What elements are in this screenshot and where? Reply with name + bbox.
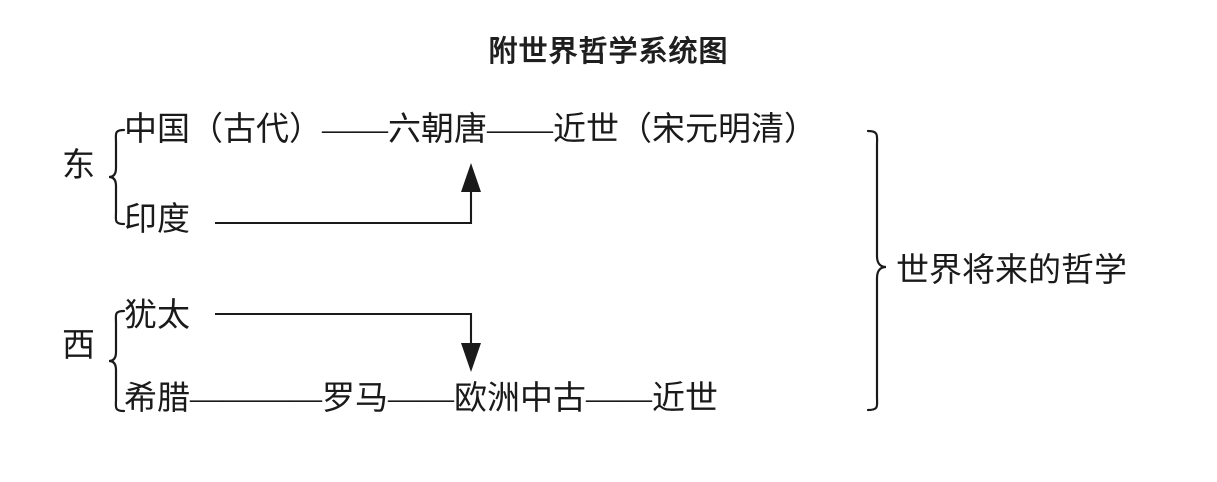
node-jewish: 犹太 [124, 298, 190, 334]
jewish-to-greek-arrow [461, 343, 481, 372]
node-india: 印度 [124, 202, 190, 238]
page-title: 附世界哲学系统图 [488, 34, 729, 68]
group-label-east: 东 [62, 148, 95, 184]
brace-outcome [866, 129, 887, 412]
brace-east [108, 128, 126, 226]
jewish-to-greek-line [215, 312, 473, 355]
india-to-china-line [215, 179, 473, 225]
node-future-world-philosophy: 世界将来的哲学 [896, 253, 1127, 289]
india-to-china-arrow [461, 163, 481, 192]
group-label-west: 西 [62, 328, 95, 364]
brace-west [108, 309, 126, 413]
node-china-lineage: 中国（古代）——六朝唐——近世（宋元明清） [124, 112, 817, 148]
node-greek-lineage: 希腊————罗马——欧洲中古——近世 [124, 381, 718, 417]
